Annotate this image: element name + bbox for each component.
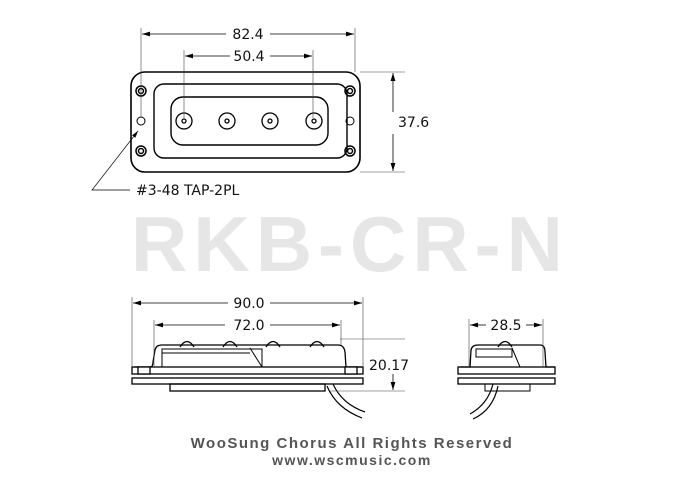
dim-pole-span: 50.4 [233,49,264,65]
dim-side-length: 90.0 [233,296,264,312]
mounting-ring [130,71,361,173]
dim-height: 37.6 [398,115,429,131]
top-view [91,28,405,191]
end-view [457,319,556,420]
dim-side-inner: 72.0 [233,318,264,334]
top-view-group: 82.4 50.4 37.6 #3-48 TAP-2PL [91,27,429,199]
lower-views-group: 90.0 72.0 20.17 28.5 WooSung Chorus All … [131,296,556,468]
model-watermark: RKB-CR-N [131,200,569,288]
website-text: www.wscmusic.com [271,452,432,468]
pole-pieces [175,112,323,130]
side-view [131,297,405,419]
side-cover [134,344,362,368]
dim-outer-width: 82.4 [232,27,263,43]
copyright-text: WooSung Chorus All Rights Reserved [191,435,514,452]
dim-end-width: 28.5 [490,318,521,334]
lead-wire [326,383,366,419]
bobbin [170,96,329,146]
dim-side-height: 20.17 [369,358,409,374]
side-pole-tops [179,340,325,348]
cover-frame [153,83,348,159]
tap-note: #3-48 TAP-2PL [136,183,240,199]
